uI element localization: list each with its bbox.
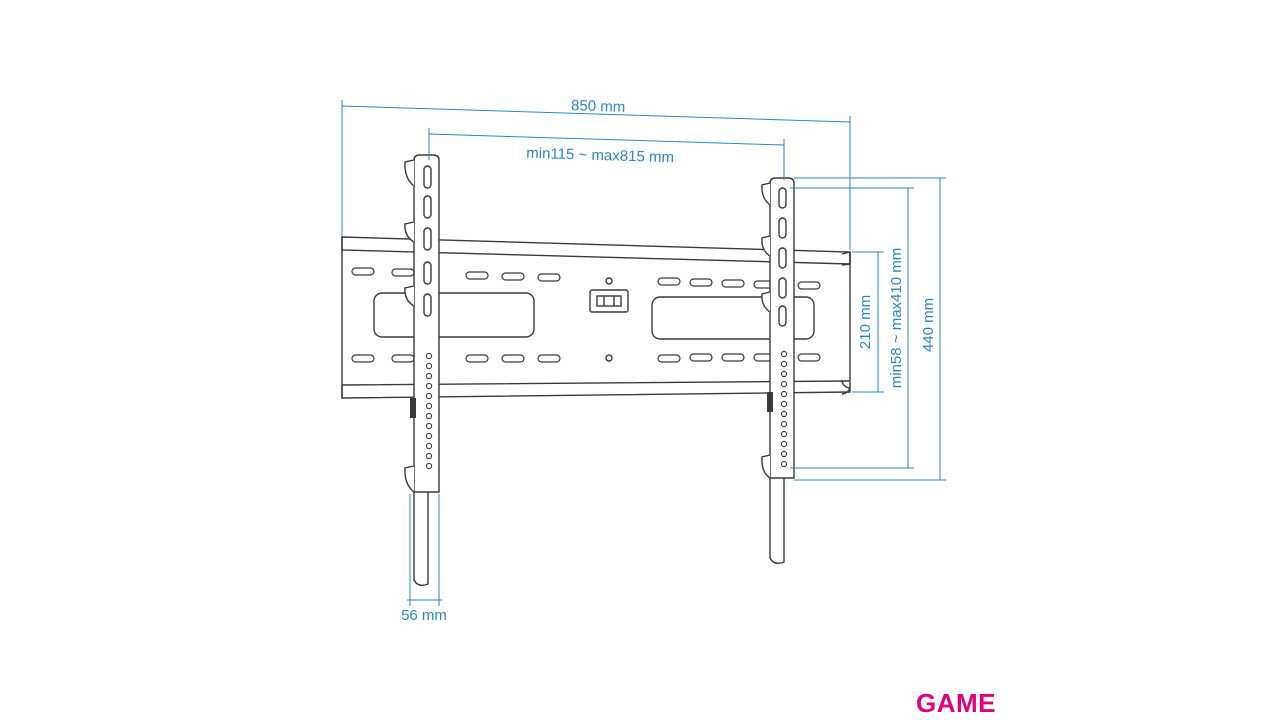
plate-height-label: 210 mm xyxy=(857,295,874,349)
total-height-label: 440 mm xyxy=(920,298,937,352)
dimension-lines xyxy=(341,100,946,606)
center-hole-bottom xyxy=(605,354,613,362)
top-slot-row xyxy=(351,267,821,290)
vesa-width-label: min115 ~ max815 mm xyxy=(526,145,674,167)
center-hole-top xyxy=(605,277,613,285)
total-width-line xyxy=(341,105,851,123)
right-arm-holes xyxy=(780,350,788,468)
left-cutout xyxy=(373,292,535,338)
vesa-height-label: min58 ~ max410 mm xyxy=(888,248,905,388)
brand-logo: GAME xyxy=(916,688,996,718)
right-pull-strap xyxy=(769,478,785,565)
left-arm-holes xyxy=(425,352,433,470)
total-width-label: 850 mm xyxy=(571,97,626,116)
depth-label: 56 mm xyxy=(401,607,447,624)
left-arm xyxy=(404,154,440,587)
vesa-width-line xyxy=(428,133,785,146)
right-arm xyxy=(761,177,795,565)
bubble-level xyxy=(589,289,629,313)
bottom-slot-row xyxy=(351,353,821,363)
left-pull-strap xyxy=(413,492,429,587)
